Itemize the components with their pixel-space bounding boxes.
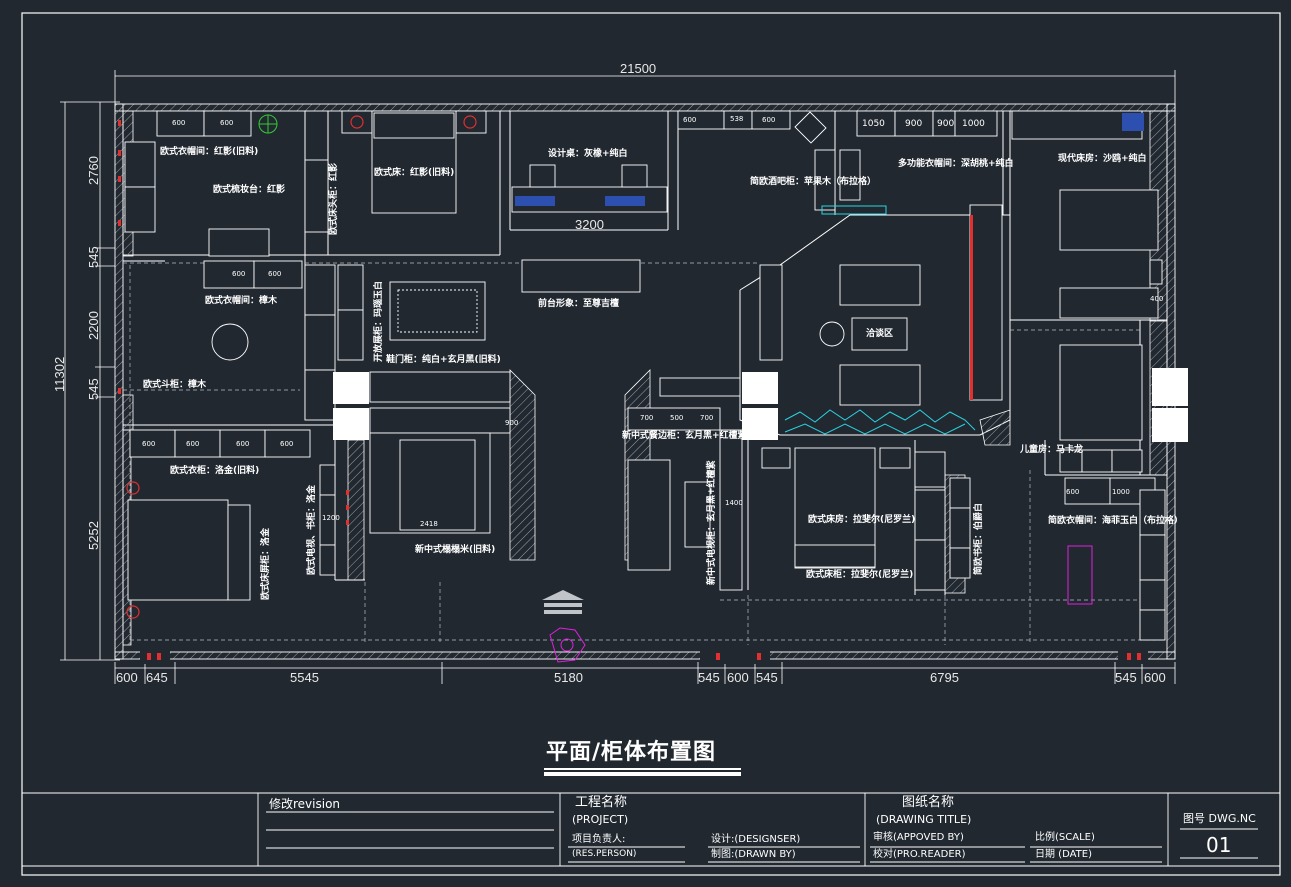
drawing-name-en: (DRAWING TITLE) — [876, 813, 972, 826]
overall-width-dim: 21500 — [620, 61, 657, 76]
room-label: 多功能衣帽间：深胡桃+纯白 — [898, 159, 1014, 169]
left-dim-1: 2760 — [86, 156, 101, 185]
room-label: 欧式衣柜：洛金(旧料) — [170, 466, 260, 476]
room-label: 欧式床房：拉斐尔(尼罗兰) — [808, 515, 916, 525]
room-label: 儿童房：马卡龙 — [1020, 445, 1084, 455]
revision-label: 修改revision — [269, 797, 341, 811]
project-name-en: (PROJECT) — [572, 813, 629, 826]
cab-label: 400 — [1150, 295, 1164, 303]
room-label: 现代床房：沙鸥+纯白 — [1058, 154, 1147, 164]
room-label: 洽谈区 — [866, 329, 894, 339]
cab-label: 600 — [268, 270, 282, 278]
room-label: 欧式床：红影(旧料) — [374, 168, 455, 178]
proofreader-label: 校对(PRO.READER) — [873, 849, 966, 860]
cab-label: 1000 — [962, 119, 985, 129]
room-label: 欧式斗柜：樟木 — [143, 380, 207, 390]
left-dim-4: 545 — [86, 378, 101, 400]
cab-label: 600 — [220, 119, 234, 127]
cab-label: 600 — [232, 270, 246, 278]
room-label: 新中式榻榻米(旧料) — [415, 545, 496, 555]
room-label: 欧式梳妆台：红影 — [213, 185, 286, 195]
bottom-dim-7: 545 — [756, 670, 778, 685]
room-label: 新中式餐边柜：玄月黑+红檀紫 — [622, 431, 747, 441]
room-label: 简欧书柜：伯爵白 — [974, 502, 984, 575]
cab-label: 600 — [236, 440, 250, 448]
cab-label: 600 — [762, 116, 776, 124]
room-label: 欧式电视、书柜：洛金 — [307, 484, 317, 575]
interior-dim: 3200 — [575, 217, 604, 232]
designer-label: 设计:(DESIGNSER) — [711, 834, 801, 845]
cab-label: 500 — [670, 414, 684, 422]
overall-height-dim: 11302 — [52, 356, 67, 392]
cab-label: 900 — [937, 119, 955, 129]
drawing-name-label: 图纸名称 — [902, 795, 955, 810]
drawn-by-label: 制图:(DRAWN BY) — [711, 849, 796, 860]
left-dim-3: 2200 — [86, 311, 101, 340]
res-person-en: (RES.PERSON) — [572, 849, 637, 859]
dwg-no-label: 图号 DWG.NC — [1183, 812, 1256, 825]
cab-label: 600 — [172, 119, 186, 127]
cab-label: 2418 — [420, 520, 438, 528]
cab-label: 1200 — [322, 514, 340, 522]
project-name-label: 工程名称 — [575, 795, 628, 810]
left-dim-5: 5252 — [86, 521, 101, 550]
bottom-dim-9: 545 — [1115, 670, 1137, 685]
cab-label: 600 — [683, 116, 697, 124]
room-label: 欧式床头柜：红影 — [329, 162, 339, 235]
room-label: 设计桌：灰橡+纯白 — [548, 149, 628, 159]
bottom-dim-2: 645 — [146, 670, 168, 685]
room-label: 欧式床屏柜：洛金 — [261, 527, 271, 600]
scale-label: 比例(SCALE) — [1035, 832, 1095, 843]
cab-label: 1050 — [862, 119, 885, 129]
date-label: 日期 (DATE) — [1035, 849, 1092, 860]
cab-label: 600 — [186, 440, 200, 448]
room-label: 简欧衣帽间：海菲玉白（布拉格） — [1048, 516, 1184, 526]
bottom-dim-1: 600 — [116, 670, 138, 685]
room-label: 欧式床柜：拉斐尔(尼罗兰) — [806, 570, 914, 580]
room-label: 欧式衣帽间：红影(旧料) — [160, 147, 259, 157]
room-label: 简欧酒吧柜：苹果木（布拉格） — [750, 177, 877, 187]
cab-label: 538 — [730, 115, 744, 123]
cab-label: 600 — [1066, 488, 1080, 496]
cab-label: 900 — [505, 419, 519, 427]
res-person-label: 项目负责人: — [572, 834, 626, 845]
bottom-dim-10: 600 — [1144, 670, 1166, 685]
cab-label: 600 — [280, 440, 294, 448]
cab-label: 1400 — [725, 499, 743, 507]
room-label: 前台形象：至尊吉檀 — [538, 299, 620, 309]
room-label: 开放展柜：玛瑙玉白 — [374, 280, 384, 362]
cab-label: 900 — [905, 119, 923, 129]
bottom-dim-3: 5545 — [290, 670, 319, 685]
cab-label: 700 — [700, 414, 714, 422]
cab-label: 600 — [142, 440, 156, 448]
left-dim-2: 545 — [86, 246, 101, 268]
bottom-dim-5: 545 — [698, 670, 720, 685]
bottom-dim-6: 600 — [727, 670, 749, 685]
cab-label: 1000 — [1112, 488, 1130, 496]
room-label: 欧式衣帽间：樟木 — [205, 296, 278, 306]
room-label: 新中式电视柜：玄月黑+红檀紫 — [707, 460, 717, 585]
dwg-no-value: 01 — [1206, 833, 1232, 857]
bottom-dim-8: 6795 — [930, 670, 959, 685]
room-label: 鞋门柜：纯白+玄月黑(旧料) — [386, 355, 501, 365]
drawing-title: 平面/柜体布置图 — [546, 740, 717, 765]
approved-by-label: 审核(APPOVED BY) — [873, 832, 964, 843]
bottom-dim-4: 5180 — [554, 670, 583, 685]
cab-label: 700 — [640, 414, 654, 422]
